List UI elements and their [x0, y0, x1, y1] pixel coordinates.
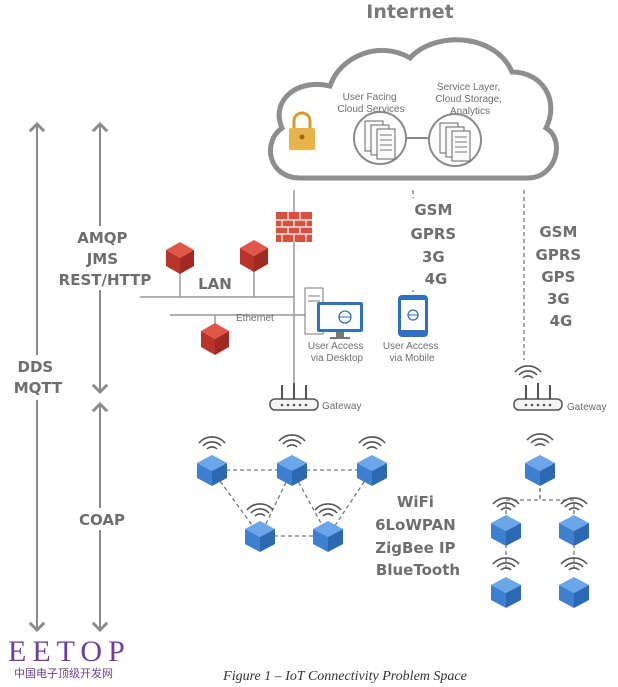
lock-icon	[289, 111, 315, 150]
gateway-right-icon	[513, 382, 563, 411]
wifi-icon	[358, 436, 386, 450]
lan-node-3	[201, 323, 229, 355]
wifi-icon	[198, 436, 226, 450]
mobile-label: User Access via Mobile	[383, 341, 441, 364]
eetop-logo: EETOP	[8, 635, 131, 668]
iot-node	[559, 515, 589, 546]
cloud-storage-servers-icon	[428, 113, 482, 167]
mobile-protocols: GSM GPRS 3G 4G	[411, 201, 462, 288]
iot-node	[197, 455, 227, 486]
eetop-logo-subtitle: 中国电子顶级开发网	[14, 666, 113, 680]
iot-node	[559, 577, 589, 608]
wireless-protocols: WiFi 6LoWPAN ZigBee IP BlueTooth	[375, 493, 461, 579]
amqp-jms-rest-label: AMQP JMS REST/HTTP	[59, 229, 152, 289]
lan-label: LAN	[198, 275, 232, 293]
gateway-left-label: Gateway	[322, 401, 361, 412]
gateway-right-label: Gateway	[567, 402, 606, 413]
desktop-icon	[304, 287, 363, 339]
user-facing-label: User Facing Cloud Services	[337, 92, 404, 115]
wifi-icon	[314, 503, 342, 517]
iot-node	[277, 455, 307, 486]
wifi-icon	[514, 365, 542, 379]
coap-label: COAP	[79, 511, 125, 529]
internet-cloud	[267, 37, 559, 181]
gateway-left-icon	[269, 382, 319, 411]
firewall-icon	[276, 212, 312, 242]
user-facing-servers-icon	[353, 111, 407, 165]
service-layer-label: Service Layer, Cloud Storage, Analytics	[435, 82, 505, 117]
iot-node	[525, 455, 555, 486]
dds-mqtt-label: DDS MQTT	[14, 358, 63, 397]
internet-title: Internet	[366, 1, 453, 23]
lan-node-1	[166, 242, 194, 274]
figure-caption: Figure 1 – IoT Connectivity Problem Spac…	[222, 669, 467, 684]
iot-node	[313, 521, 343, 552]
wifi-icon	[278, 434, 306, 448]
iot-node	[491, 577, 521, 608]
iot-node	[245, 521, 275, 552]
wifi-icon	[246, 503, 274, 517]
iot-node	[357, 455, 387, 486]
gateway-right-protocols: GSM GPRS GPS 3G 4G	[536, 223, 587, 330]
lan-node-2	[240, 240, 268, 272]
mobile-phone-icon	[398, 295, 428, 337]
wifi-icon	[526, 433, 554, 447]
desktop-label: User Access via Desktop	[308, 341, 366, 364]
ethernet-label: Ethernet	[236, 313, 274, 324]
iot-node	[491, 515, 521, 546]
